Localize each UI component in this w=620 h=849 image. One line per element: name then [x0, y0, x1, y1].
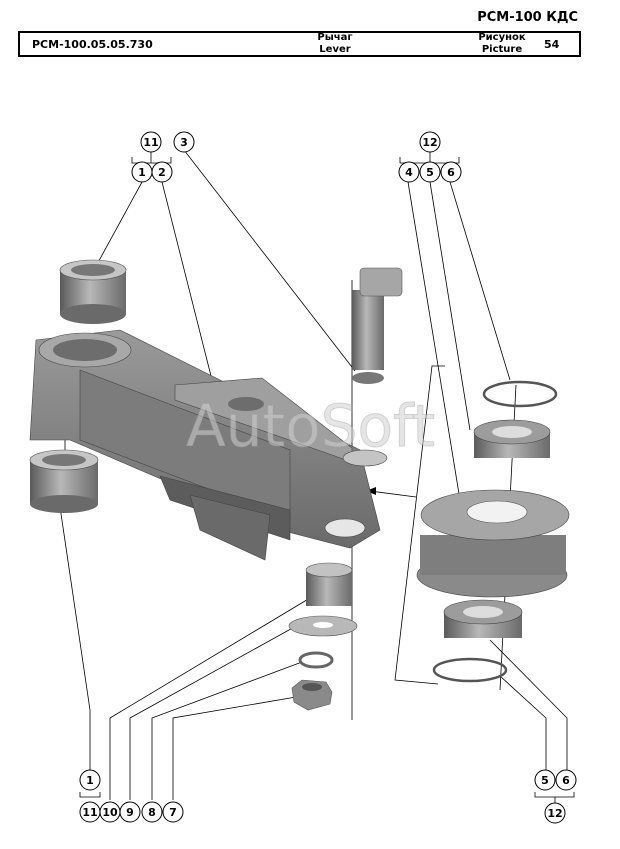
lever-part	[29, 329, 388, 561]
svg-text:2: 2	[158, 166, 166, 179]
bushing-top	[59, 259, 127, 324]
washer	[288, 615, 358, 637]
svg-text:1: 1	[138, 166, 146, 179]
callout-top-right-6[interactable]: 6	[440, 161, 462, 183]
arrow-head	[366, 487, 376, 495]
spring-washer	[298, 651, 334, 669]
header-table: РСМ-100.05.05.730 Рычаг Lever Рисунок Pi…	[18, 31, 581, 57]
svg-text:10: 10	[102, 806, 118, 819]
svg-text:5: 5	[541, 774, 549, 787]
svg-text:11: 11	[82, 806, 97, 819]
document-title: РСМ-100 КДС	[477, 10, 578, 25]
svg-text:11: 11	[143, 136, 158, 149]
svg-text:4: 4	[405, 166, 413, 179]
bushing-bottom	[29, 449, 99, 513]
callout-bottom-7[interactable]: 7	[162, 801, 184, 823]
callout-bottom-right-group[interactable]: 12	[544, 802, 566, 824]
retaining-ring-top	[482, 380, 558, 408]
svg-text:3: 3	[180, 136, 188, 149]
nut	[291, 679, 333, 711]
part-name-ru: Рычаг	[317, 32, 353, 43]
callout-top-right-group[interactable]: 12	[419, 131, 441, 153]
pin	[352, 267, 403, 384]
sprocket	[416, 489, 570, 598]
part-name-cell: Рычаг Lever	[295, 32, 375, 56]
callout-bottom-9[interactable]: 9	[119, 801, 141, 823]
retaining-ring-bottom	[432, 657, 508, 683]
svg-text:6: 6	[562, 774, 570, 787]
callout-bottom-11[interactable]: 11	[79, 801, 101, 823]
picture-label-en: Picture	[481, 44, 523, 55]
picture-label-ru: Рисунок	[478, 32, 526, 43]
callout-top-left-group[interactable]: 11	[140, 131, 162, 153]
callout-top-left-2[interactable]: 2	[151, 161, 173, 183]
bearing-top	[473, 419, 551, 458]
sleeve	[305, 562, 353, 606]
svg-text:1: 1	[86, 774, 94, 787]
picture-number: 54	[544, 38, 560, 51]
svg-text:12: 12	[547, 807, 562, 820]
watermark-text: AutoSoft	[186, 392, 435, 460]
bearing-bottom	[443, 599, 523, 638]
svg-text:12: 12	[422, 136, 437, 149]
svg-text:9: 9	[126, 806, 134, 819]
svg-text:7: 7	[169, 806, 177, 819]
picture-label-cell: Рисунок Picture	[462, 32, 542, 56]
callout-top-right-4[interactable]: 4	[398, 161, 420, 183]
part-name-en: Lever	[319, 44, 351, 55]
callout-bottom-10[interactable]: 10	[99, 801, 121, 823]
callout-bottom-right-6[interactable]: 6	[555, 769, 577, 791]
callout-top-right-5[interactable]: 5	[419, 161, 441, 183]
callout-top-left-1[interactable]: 1	[131, 161, 153, 183]
callout-top-3[interactable]: 3	[173, 131, 195, 153]
part-code: РСМ-100.05.05.730	[32, 38, 153, 51]
callout-bottom-right-5[interactable]: 5	[534, 769, 556, 791]
svg-text:6: 6	[447, 166, 455, 179]
callout-bottom-1[interactable]: 1	[79, 769, 101, 791]
svg-text:5: 5	[426, 166, 434, 179]
svg-text:8: 8	[148, 806, 156, 819]
callout-bottom-8[interactable]: 8	[141, 801, 163, 823]
callout-group: 11 1 2 3 12 4 5 6 1 11 10 9 8 7 5 6 12	[79, 131, 577, 824]
